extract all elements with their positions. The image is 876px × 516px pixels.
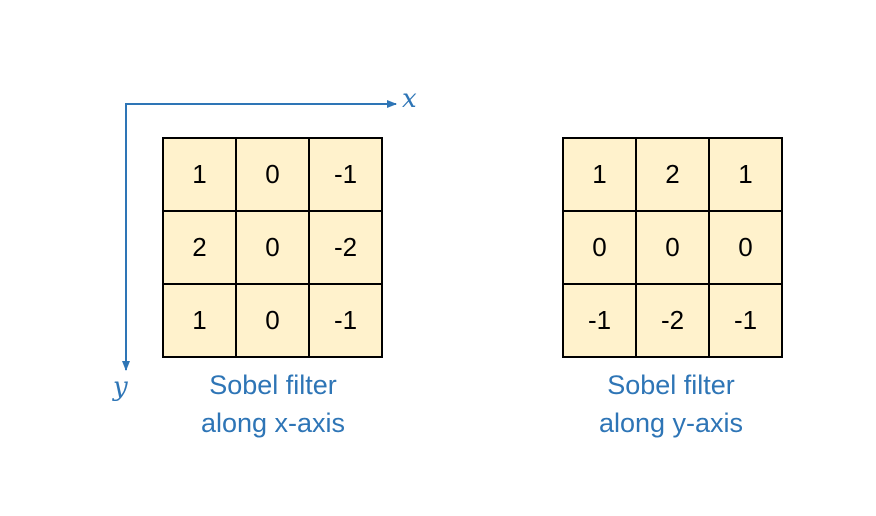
sobel-x-matrix: 1 0 -1 2 0 -2 1 0 -1 — [162, 137, 383, 358]
sobel-y-matrix: 1 2 1 0 0 0 -1 -2 -1 — [562, 137, 783, 358]
matrix-cell: -1 — [309, 138, 382, 211]
matrix-cell: 0 — [236, 138, 309, 211]
matrix-cell: 1 — [163, 138, 236, 211]
sobel-y-caption: Sobel filter along y-axis — [541, 366, 801, 442]
matrix-cell: 2 — [163, 211, 236, 284]
matrix-cell: 0 — [236, 284, 309, 357]
matrix-cell: 0 — [563, 211, 636, 284]
matrix-cell: 1 — [163, 284, 236, 357]
caption-line: along y-axis — [598, 408, 744, 438]
matrix-cell: 0 — [636, 211, 709, 284]
y-axis-label: y — [113, 372, 128, 402]
matrix-cell: -1 — [563, 284, 636, 357]
matrix-cell: 0 — [236, 211, 309, 284]
matrix-cell: -2 — [309, 211, 382, 284]
caption-line: Sobel filter — [607, 370, 735, 400]
matrix-cell: -2 — [636, 284, 709, 357]
matrix-cell: 1 — [563, 138, 636, 211]
caption-line: Sobel filter — [209, 370, 337, 400]
matrix-cell: -1 — [309, 284, 382, 357]
x-axis-label: x — [402, 84, 417, 114]
matrix-cell: 2 — [636, 138, 709, 211]
caption-line: along x-axis — [200, 408, 346, 438]
matrix-cell: 0 — [709, 211, 782, 284]
matrix-cell: 1 — [709, 138, 782, 211]
matrix-cell: -1 — [709, 284, 782, 357]
sobel-x-caption: Sobel filter along x-axis — [143, 366, 403, 442]
